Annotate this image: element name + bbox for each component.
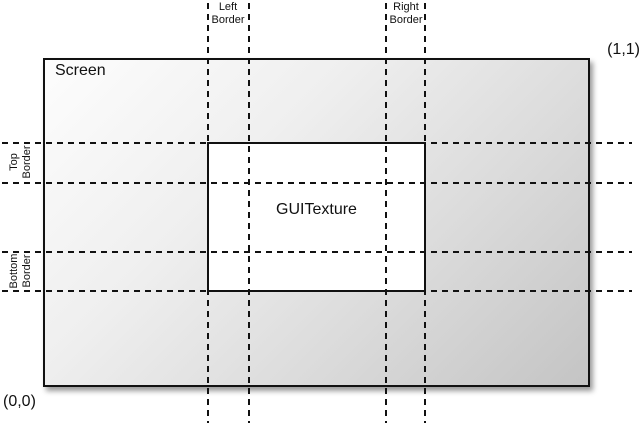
right-border-left-line [385,3,387,423]
top-border-label-line1: Top [8,153,20,171]
coordinate-bottom-left: (0,0) [3,393,36,410]
bottom-border-upper-line [2,251,632,253]
left-border-right-line [248,3,250,423]
bottom-border-lower-line [2,290,632,292]
coordinate-top-right: (1,1) [607,41,640,58]
guitexture-rectangle [207,142,426,292]
bottom-border-label-line2: Border [21,254,33,288]
top-border-lower-line [2,182,632,184]
top-border-label-line2: Border [21,145,33,179]
guitexture-label: GUITexture [276,201,357,218]
bottom-border-label-line1: Bottom [8,253,20,289]
right-border-label: Right Border [371,1,441,27]
bottom-border-label: Bottom Border [7,236,35,306]
right-border-label-line1: Right [393,1,419,13]
top-border-upper-line [2,142,632,144]
right-border-right-line [424,3,426,423]
left-border-label-line1: Left [218,1,238,13]
left-border-left-line [207,3,209,423]
screen-label: Screen [55,62,106,79]
right-border-label-line2: Border [389,14,423,26]
left-border-label-line2: Border [211,14,245,26]
left-border-label: Left Border [193,1,263,27]
top-border-label: Top Border [7,127,35,197]
